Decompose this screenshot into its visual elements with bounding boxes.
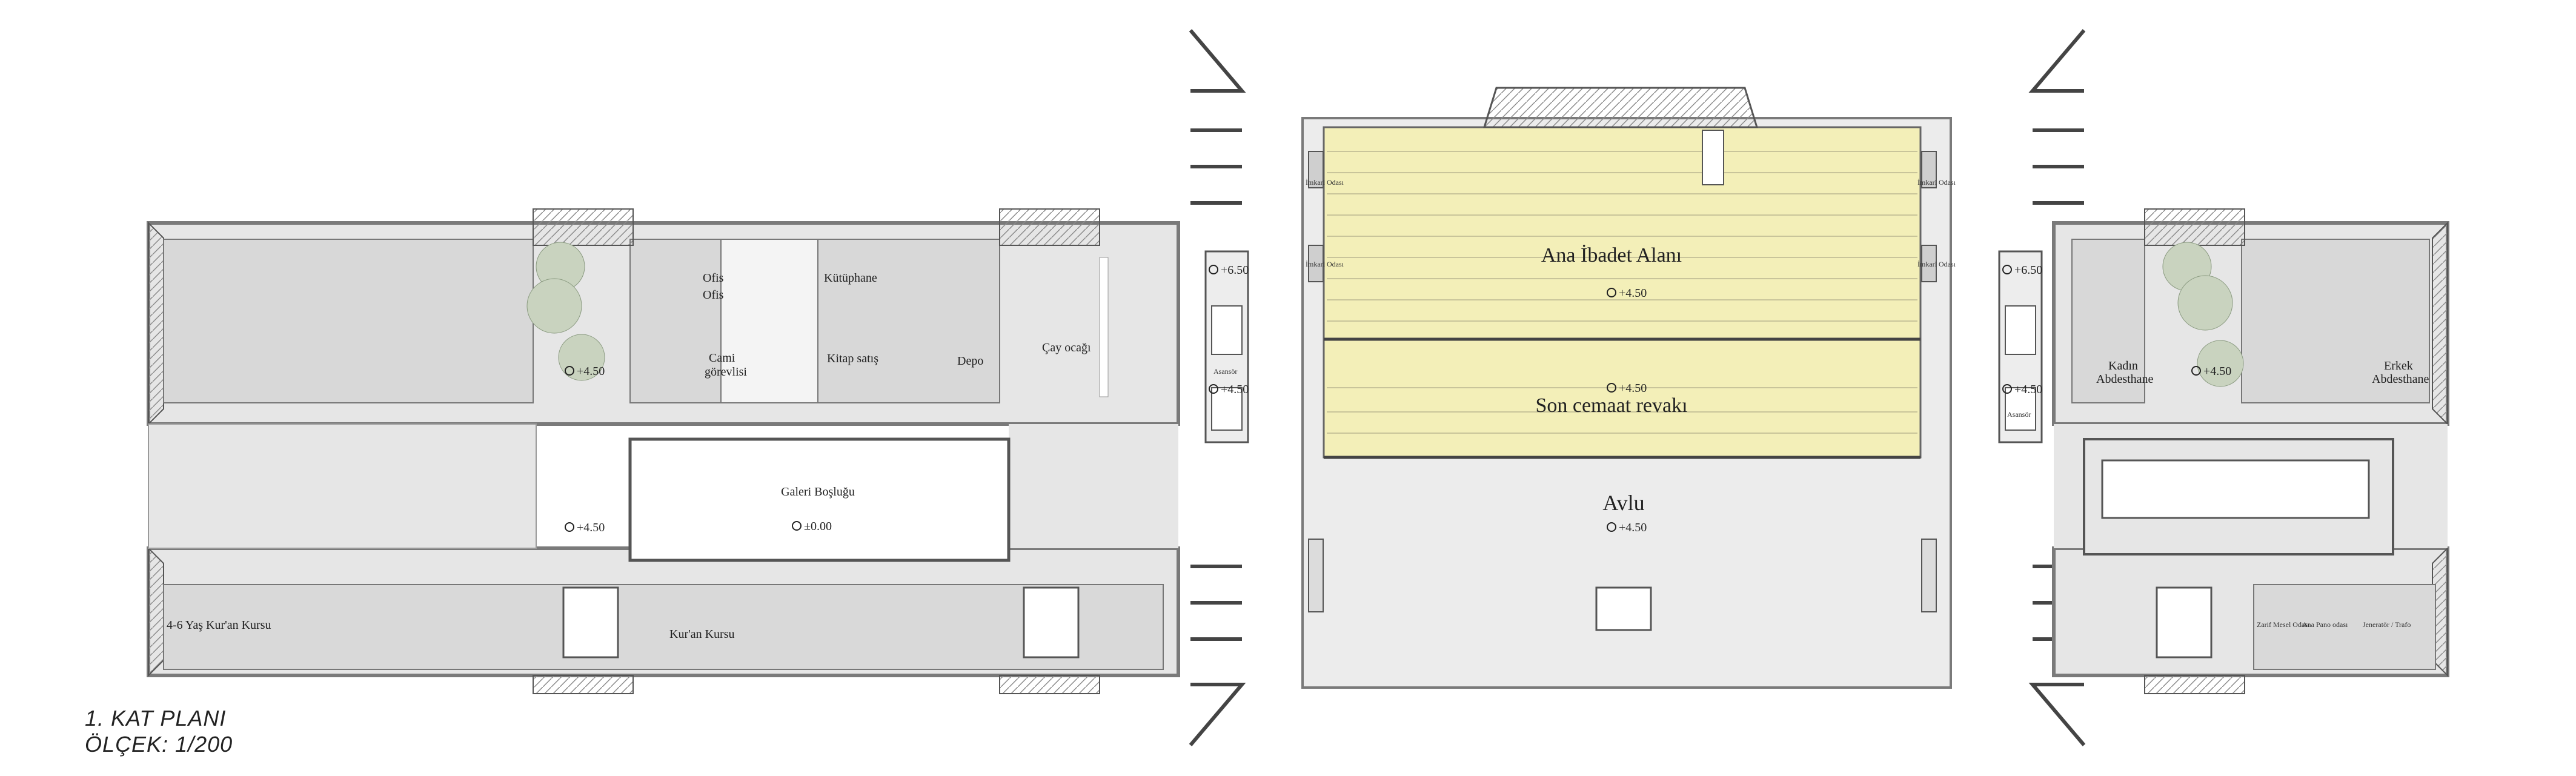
label-service-r1: İmkarl Odası <box>1917 178 1956 187</box>
label-room-b: Ana Pano odası <box>2302 620 2348 629</box>
level-marker: +4.50 <box>1607 521 1647 534</box>
svg-text:+4.50: +4.50 <box>577 521 605 534</box>
level-marker: ±0.00 <box>792 520 832 533</box>
label-office-2: Ofis <box>703 288 724 302</box>
label-library: Kütüphane <box>824 271 877 285</box>
label-elevator-r: Asansör <box>2007 410 2031 419</box>
level-marker: +4.50 <box>1209 383 1249 396</box>
label-service-l1: İmkarl Odası <box>1306 178 1344 187</box>
label-service-l2: İmkarl Odası <box>1306 260 1344 268</box>
level-marker: +6.50 <box>1209 264 1249 277</box>
plan-scale: ÖLÇEK: 1/200 <box>85 732 233 757</box>
label-service-r2: İmkarl Odası <box>1917 260 1956 268</box>
label-staff-1: Cami <box>709 351 735 365</box>
label-gallery-void: Galeri Boşluğu <box>781 485 855 499</box>
label-womens-ablution-1: Kadın <box>2108 359 2138 373</box>
level-marker: +4.50 <box>1607 382 1647 395</box>
level-marker: +6.50 <box>2002 264 2042 277</box>
level-marker: +4.50 <box>565 365 605 378</box>
label-room-a: Zarif Mesel Odası <box>2257 620 2310 629</box>
central-mosque <box>1301 87 1952 689</box>
level-marker: +4.50 <box>2191 365 2231 378</box>
label-courtyard: Avlu <box>1602 491 1644 515</box>
label-quran-course: Kur'an Kursu <box>669 628 734 641</box>
room-labels: Ana İbadet Alanı Son cemaat revakı Avlu … <box>167 178 2429 641</box>
svg-text:+6.50: +6.50 <box>1221 264 1249 277</box>
label-staff-2: görevlisi <box>705 365 747 379</box>
label-elevator-l: Asansör <box>1213 367 1237 376</box>
level-marker: +4.50 <box>2002 383 2042 396</box>
svg-text:±0.00: ±0.00 <box>804 520 832 533</box>
label-mens-ablution-2: Abdesthane <box>2372 373 2429 386</box>
label-womens-ablution-2: Abdesthane <box>2096 373 2154 386</box>
entrance-walls <box>1189 29 2086 746</box>
svg-text:+6.50: +6.50 <box>2014 264 2042 277</box>
svg-text:+4.50: +4.50 <box>1619 287 1647 300</box>
label-mens-ablution-1: Erkek <box>2384 359 2413 373</box>
label-last-congregation: Son cemaat revakı <box>1535 394 1687 417</box>
label-quran-course-kids: 4-6 Yaş Kur'an Kursu <box>167 618 271 632</box>
svg-text:+4.50: +4.50 <box>1619 382 1647 395</box>
right-wing <box>1998 208 2449 694</box>
plan-title: 1. KAT PLANI <box>85 706 227 731</box>
svg-text:+4.50: +4.50 <box>577 365 605 378</box>
level-marker: +4.50 <box>1607 287 1647 300</box>
level-marker: +4.50 <box>565 521 605 534</box>
svg-text:+4.50: +4.50 <box>1221 383 1249 396</box>
svg-text:+4.50: +4.50 <box>2203 365 2231 378</box>
label-room-c: Jeneratör / Trafo <box>2363 620 2411 629</box>
level-markers: +6.50 +6.50 +4.50 +4.50 +4.50 +4.50 +4.5… <box>565 264 2231 534</box>
svg-text:+4.50: +4.50 <box>1619 521 1647 534</box>
gallery-void <box>628 437 1011 562</box>
label-main-prayer: Ana İbadet Alanı <box>1541 244 1682 267</box>
label-bookstore: Kitap satış <box>827 352 878 365</box>
label-depot: Depo <box>957 354 983 368</box>
prayer-hall-area <box>1323 126 1922 459</box>
label-office-1: Ofis <box>703 271 724 285</box>
svg-text:+4.50: +4.50 <box>2014 383 2042 396</box>
label-tea-room: Çay ocağı <box>1042 341 1091 354</box>
left-wing <box>147 208 1249 694</box>
